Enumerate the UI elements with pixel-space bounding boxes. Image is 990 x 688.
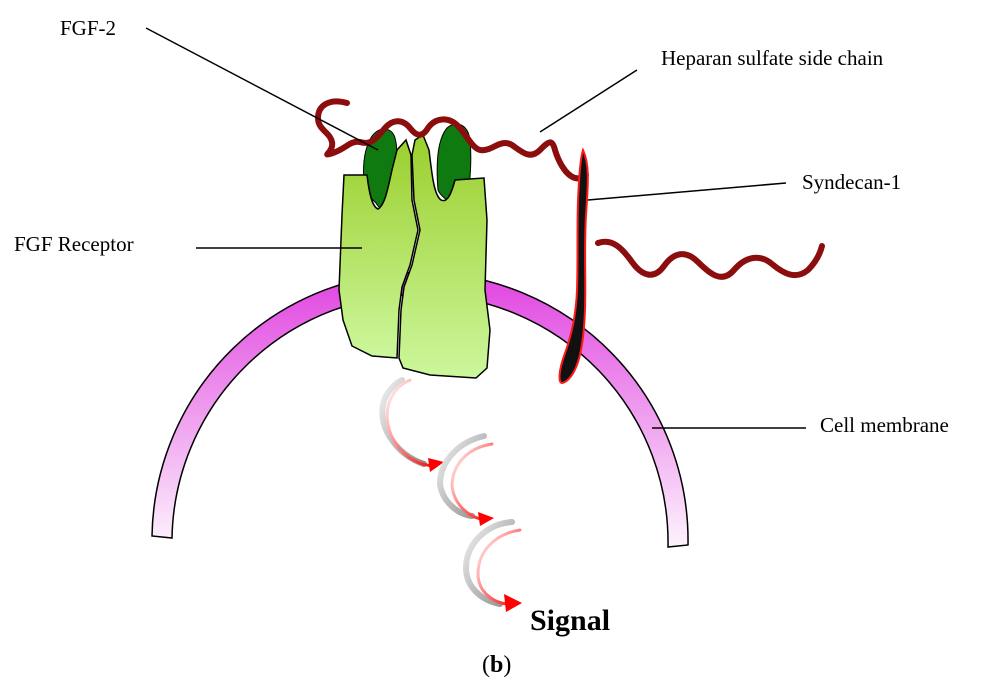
heparan-sulfate-chain-right <box>598 242 822 277</box>
fgf2-label: FGF-2 <box>60 16 116 41</box>
signal-label: Signal <box>530 604 610 638</box>
heparan-leader <box>540 70 637 132</box>
syndecan-leader <box>588 183 786 200</box>
panel-label: (b) <box>482 652 511 679</box>
fgf-receptor-label: FGF Receptor <box>14 232 134 257</box>
fgf2-leader <box>146 28 378 150</box>
syndecan-1-label: Syndecan-1 <box>802 170 901 195</box>
heparan-sulfate-label: Heparan sulfate side chain <box>661 46 883 71</box>
cell-membrane-label: Cell membrane <box>820 413 949 438</box>
signal-arrows <box>382 380 522 612</box>
